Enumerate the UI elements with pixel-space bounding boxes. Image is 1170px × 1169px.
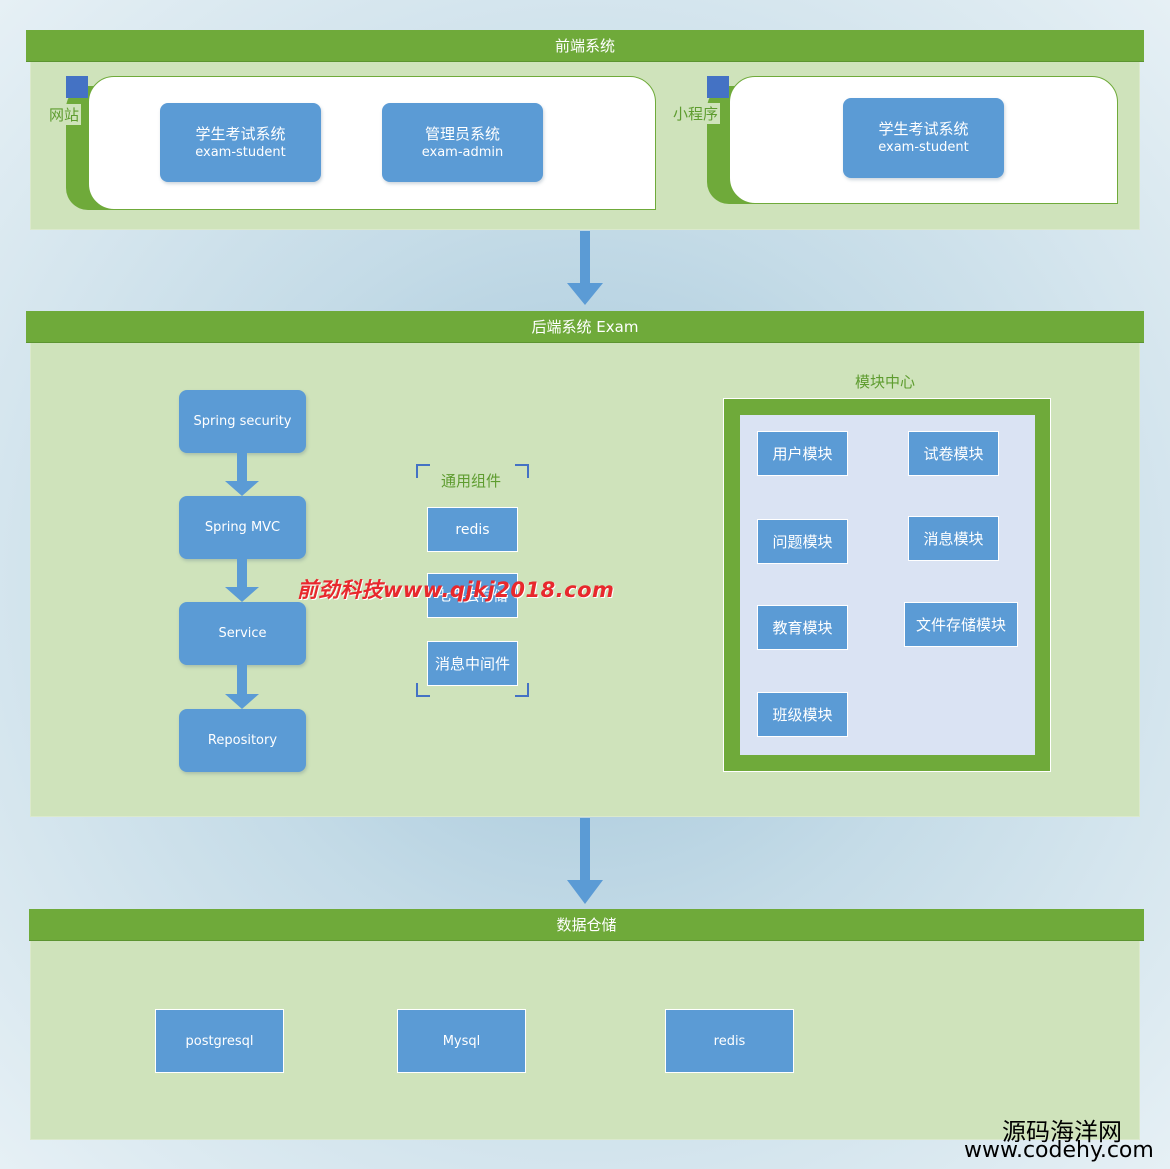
stack-arrow-security-to-mvc — [225, 453, 259, 496]
backend-title: 后端系统 Exam — [531, 318, 639, 336]
common-components-title: 通用组件 — [441, 472, 502, 490]
common-qiniu-storage[interactable]: 七牛云存储 — [427, 573, 518, 618]
common-item-label: redis — [455, 521, 490, 538]
stack-label: Spring MVC — [204, 519, 281, 535]
stack-label: Service — [218, 625, 267, 641]
storage-item-label: redis — [713, 1033, 746, 1049]
common-bracket-top-right — [515, 464, 529, 478]
app-code: exam-student — [878, 140, 969, 155]
brand-watermark-url: www.codehy.com — [964, 1138, 1154, 1163]
app-code: exam-admin — [421, 144, 504, 160]
module-label: 用户模块 — [772, 445, 833, 463]
module-file-storage[interactable]: 文件存储模块 — [904, 602, 1018, 647]
website-container — [66, 76, 656, 210]
common-redis[interactable]: redis — [427, 507, 518, 552]
stack-arrow-service-to-repository — [225, 665, 259, 709]
storage-item-label: postgresql — [185, 1033, 254, 1049]
app-name: 管理员系统 — [424, 124, 500, 143]
module-label: 文件存储模块 — [915, 616, 1006, 634]
app-name: 学生考试系统 — [195, 124, 286, 143]
stack-arrow-mvc-to-service — [225, 559, 259, 602]
module-question[interactable]: 问题模块 — [757, 519, 848, 564]
module-label: 教育模块 — [772, 619, 833, 637]
app-code: exam-student — [195, 144, 286, 160]
module-class[interactable]: 班级模块 — [757, 692, 848, 737]
module-label: 试卷模块 — [923, 445, 984, 463]
frontend-title: 前端系统 — [554, 37, 615, 55]
storage-postgresql[interactable]: postgresql — [155, 1009, 284, 1073]
module-center-title: 模块中心 — [855, 373, 916, 391]
stack-spring-security[interactable]: Spring security — [179, 390, 306, 453]
website-marker — [66, 76, 88, 98]
app-name: 学生考试系统 — [878, 120, 969, 138]
backend-to-storage-arrow — [567, 818, 603, 904]
website-label: 网站 — [47, 104, 82, 125]
common-bracket-bottom-left — [416, 683, 430, 697]
storage-mysql[interactable]: Mysql — [397, 1009, 526, 1073]
common-item-label: 七牛云存储 — [437, 588, 508, 605]
website-app-exam-admin[interactable]: 管理员系统 exam-admin — [382, 103, 543, 182]
miniprogram-marker — [707, 76, 729, 98]
miniprogram-label: 小程序 — [671, 103, 721, 124]
website-app-exam-student[interactable]: 学生考试系统 exam-student — [160, 103, 321, 182]
storage-title-bar: 数据仓储 — [29, 909, 1144, 941]
common-bracket-top-left — [416, 464, 430, 478]
stack-label: Repository — [207, 732, 278, 748]
center-watermark: 前劲科技www.qjkj2018.com — [297, 578, 615, 602]
backend-title-bar: 后端系统 Exam — [26, 311, 1144, 343]
common-bracket-bottom-right — [515, 683, 529, 697]
stack-repository[interactable]: Repository — [179, 709, 306, 772]
storage-title: 数据仓储 — [556, 916, 617, 934]
module-label: 问题模块 — [772, 533, 833, 551]
stack-label: Spring security — [193, 413, 292, 429]
module-message[interactable]: 消息模块 — [908, 516, 999, 561]
module-education[interactable]: 教育模块 — [757, 605, 848, 650]
common-item-label: 消息中间件 — [434, 655, 510, 673]
module-paper[interactable]: 试卷模块 — [908, 431, 999, 476]
module-label: 班级模块 — [772, 706, 833, 724]
stack-service[interactable]: Service — [179, 602, 306, 665]
brand-watermark-cn: 源码海洋网 — [1002, 1118, 1122, 1146]
miniprogram-app-exam-student[interactable]: 学生考试系统 exam-student — [843, 98, 1004, 178]
stack-spring-mvc[interactable]: Spring MVC — [179, 496, 306, 559]
module-user[interactable]: 用户模块 — [757, 431, 848, 476]
common-message-middleware[interactable]: 消息中间件 — [427, 641, 518, 686]
frontend-title-bar: 前端系统 — [26, 30, 1144, 62]
storage-item-label: Mysql — [442, 1033, 481, 1049]
storage-redis[interactable]: redis — [665, 1009, 794, 1073]
frontend-to-backend-arrow — [567, 231, 603, 305]
module-label: 消息模块 — [923, 530, 984, 548]
